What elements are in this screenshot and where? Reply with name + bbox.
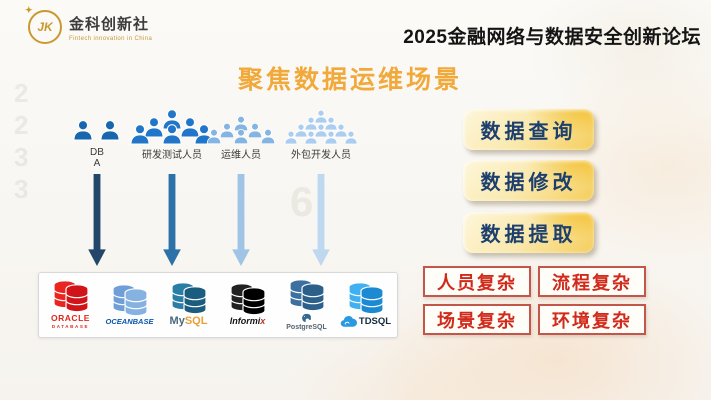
- database-stack-icon: [111, 284, 148, 317]
- brand-tagline: Fintech innovation in China: [69, 35, 153, 42]
- role-label-line: A: [93, 158, 101, 169]
- ops-people-icon: [206, 115, 276, 145]
- db-label-mysql: MySQL: [161, 316, 217, 327]
- db-item-tdsql: TDSQL: [338, 282, 394, 328]
- db-label-part: x: [260, 316, 266, 326]
- database-stack-icon: [229, 284, 266, 316]
- postgresql-elephant-icon: [302, 313, 311, 322]
- slide-title: 聚焦数据运维场景: [237, 66, 462, 94]
- database-stack-icon: [347, 282, 384, 314]
- role-label-ops: 运维人员: [221, 150, 261, 161]
- db-label-postgresql: PostgreSQL: [286, 323, 327, 331]
- brand-name: 金科创新社: [69, 15, 150, 33]
- background-watermark-digit: 3: [14, 174, 29, 204]
- background-watermark-digit: 2: [14, 78, 29, 108]
- db-label-oracle: ORACLE: [51, 313, 90, 323]
- tdsql-cloud-icon: [340, 315, 357, 327]
- forum-title: 2025金融网络与数据安全创新论坛: [403, 27, 701, 48]
- dba-people-icon: [73, 120, 120, 141]
- role-label-dev-test: 研发测试人员: [142, 150, 202, 161]
- down-arrow-icon: [231, 174, 251, 267]
- role-label-outsourced-dev: 外包开发人员: [291, 150, 351, 161]
- db-item-oceanbase: OCEANBASE: [102, 284, 158, 326]
- badge-personnel-complex: 人员复杂: [423, 266, 531, 297]
- data-query-button: 数据查询: [463, 109, 594, 150]
- db-sublabel-oracle: DATABASE: [51, 323, 90, 329]
- down-arrow-icon: [87, 174, 107, 267]
- data-modify-button: 数据修改: [463, 160, 594, 201]
- brand-logo-mark: ✦ JK: [25, 5, 62, 44]
- down-arrow-icon: [311, 174, 331, 267]
- database-panel: ORACLE DATABASE OCEANBASE MySQL: [38, 272, 398, 338]
- db-label-part: SQL: [184, 315, 208, 327]
- db-label-informix: Informix: [220, 317, 276, 326]
- badge-process-complex: 流程复杂: [538, 266, 646, 297]
- database-stack-icon: [52, 281, 89, 313]
- database-stack-icon: [170, 283, 207, 315]
- data-extract-button: 数据提取: [463, 212, 594, 253]
- db-label-tdsql: TDSQL: [358, 316, 392, 328]
- db-item-mysql: MySQL: [161, 283, 217, 327]
- db-label-part: My: [169, 315, 185, 327]
- background-watermark-digit: 6: [290, 178, 314, 225]
- db-item-postgresql: PostgreSQL: [279, 279, 335, 331]
- db-item-informix: Informix: [220, 284, 276, 326]
- db-label-part: Informi: [229, 316, 261, 326]
- brand-logo: ✦ JK 金科创新社 Fintech innovation in China: [25, 5, 153, 44]
- background-watermark-digit: 3: [14, 142, 29, 172]
- db-label-oceanbase: OCEANBASE: [105, 316, 154, 326]
- brand-monogram: JK: [37, 20, 53, 34]
- badge-environment-complex: 环境复杂: [538, 304, 646, 335]
- role-label-line: DB: [90, 147, 104, 158]
- db-item-oracle: ORACLE DATABASE: [43, 281, 99, 329]
- badge-scenario-complex: 场景复杂: [423, 304, 531, 335]
- outsourced-dev-people-icon: [284, 109, 358, 145]
- role-label-dba: DB A: [47, 147, 147, 169]
- sparkle-icon: ✦: [25, 5, 33, 15]
- down-arrow-icon: [162, 174, 182, 267]
- database-stack-icon: [288, 279, 325, 311]
- background-watermark-digit: 2: [14, 110, 29, 140]
